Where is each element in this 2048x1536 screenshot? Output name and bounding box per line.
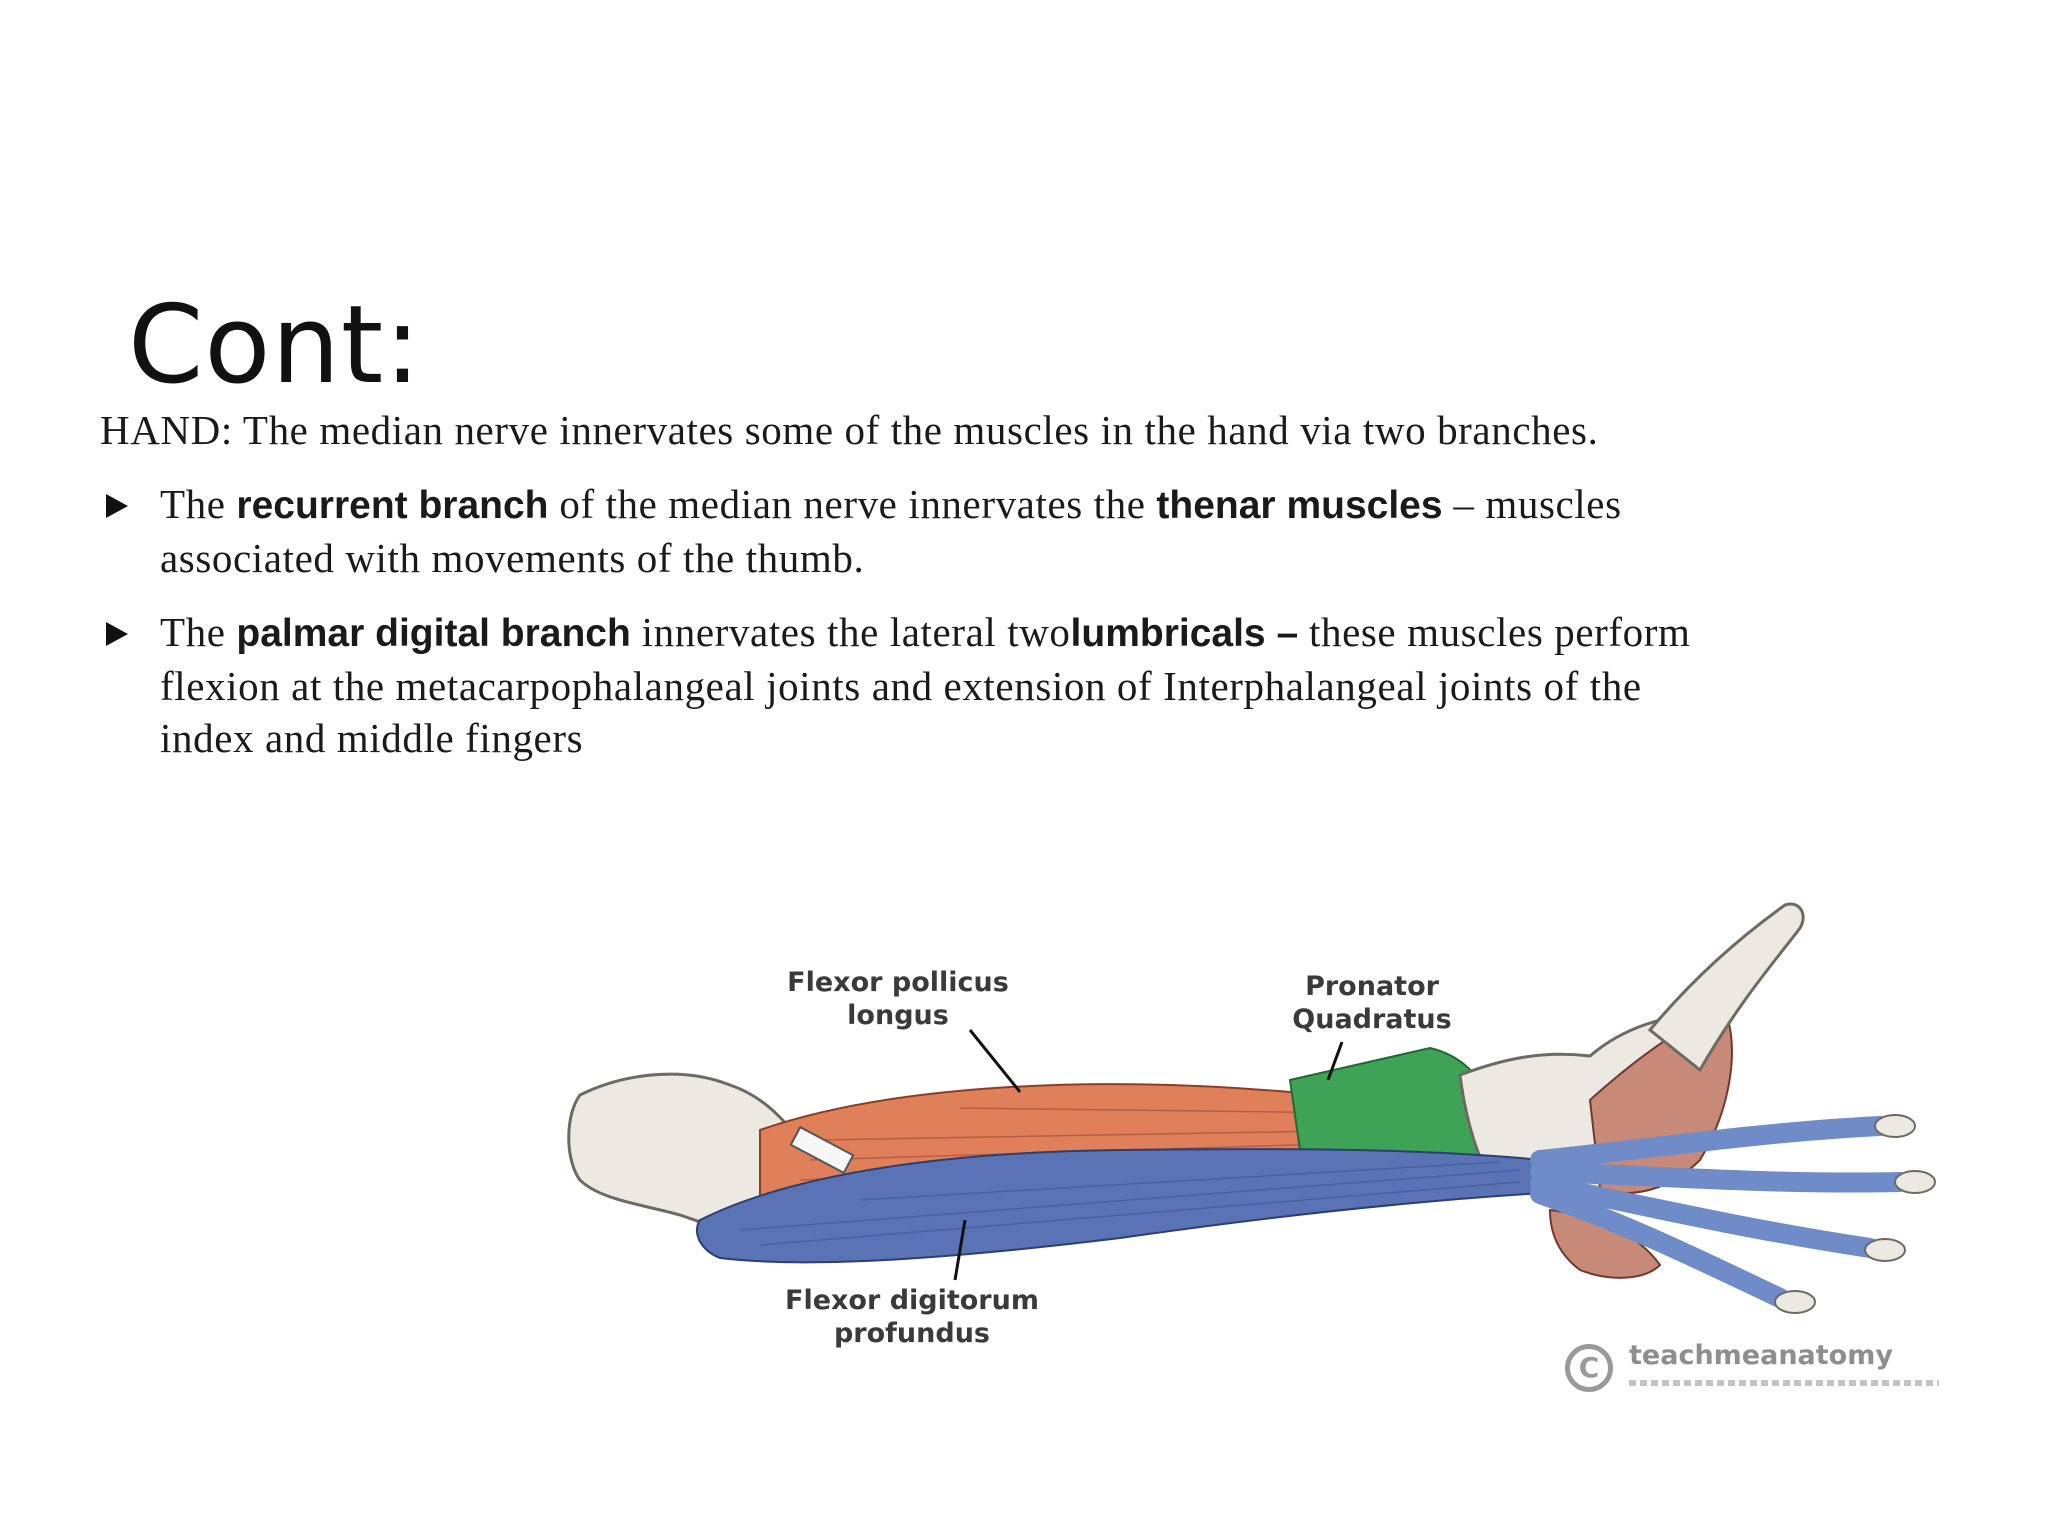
label-flexor-digitorum-profundus: Flexor digitorum profundus [782, 1284, 1042, 1350]
forearm-illustration [567, 902, 1936, 1314]
bullet-arrow-icon [106, 494, 128, 518]
forearm-anatomy-figure: Flexor pollicus longus Pronator Quadratu… [560, 870, 1960, 1430]
specimen-tag [789, 1125, 855, 1175]
bullet-text: these muscles perform flexion at the met… [160, 609, 1691, 761]
label-line: Pronator [1305, 971, 1439, 1002]
slide-body: HAND: The median nerve innervates some o… [100, 404, 1740, 786]
label-line: longus [847, 1000, 949, 1031]
label-line: Quadratus [1292, 1004, 1452, 1035]
thumb-bones [1647, 902, 1805, 1073]
label-line: profundus [833, 1318, 990, 1349]
bullet-recurrent-branch: The recurrent branch of the median nerve… [100, 478, 1740, 584]
bullet-list: The recurrent branch of the median nerve… [100, 478, 1740, 764]
label-pronator-quadratus: Pronator Quadratus [1272, 970, 1472, 1036]
intro-text: The median nerve innervates some of the … [232, 407, 1599, 453]
bold-term: palmar digital branch [236, 612, 631, 655]
bold-term: recurrent branch [236, 484, 549, 527]
bold-term: lumbricals – [1070, 612, 1299, 655]
profundus-tendons [1530, 1116, 1910, 1308]
watermark-brand: teachmeanatomy [1629, 1340, 1893, 1371]
bullet-text: The [160, 481, 237, 527]
watermark-tagline [1629, 1380, 1939, 1386]
bullet-text: of the median nerve innervates the [548, 481, 1157, 527]
finger-tips [1774, 1114, 1936, 1314]
bullet-arrow-icon [106, 622, 128, 646]
leader-lines [953, 1029, 1344, 1281]
slide-title: Cont: [128, 283, 422, 408]
watermark: C teachmeanatomy [1565, 1340, 1965, 1410]
bold-term: thenar muscles [1156, 484, 1443, 527]
bullet-text: The [160, 609, 237, 655]
intro-lead: HAND: [100, 407, 233, 453]
bullet-text: – muscles associated with movements of t… [160, 481, 1622, 581]
intro-paragraph: HAND: The median nerve innervates some o… [100, 404, 1740, 456]
label-line: Flexor pollicus [787, 967, 1009, 998]
label-flexor-pollicis-longus: Flexor pollicus longus [778, 966, 1018, 1032]
flexor-digitorum-profundus-muscle [695, 1148, 1561, 1264]
bullet-palmar-digital-branch: The palmar digital branch innervates the… [100, 606, 1740, 764]
bullet-text: innervates the lateral two [630, 609, 1071, 655]
copyright-icon: C [1565, 1344, 1613, 1392]
label-line: Flexor digitorum [785, 1285, 1039, 1316]
